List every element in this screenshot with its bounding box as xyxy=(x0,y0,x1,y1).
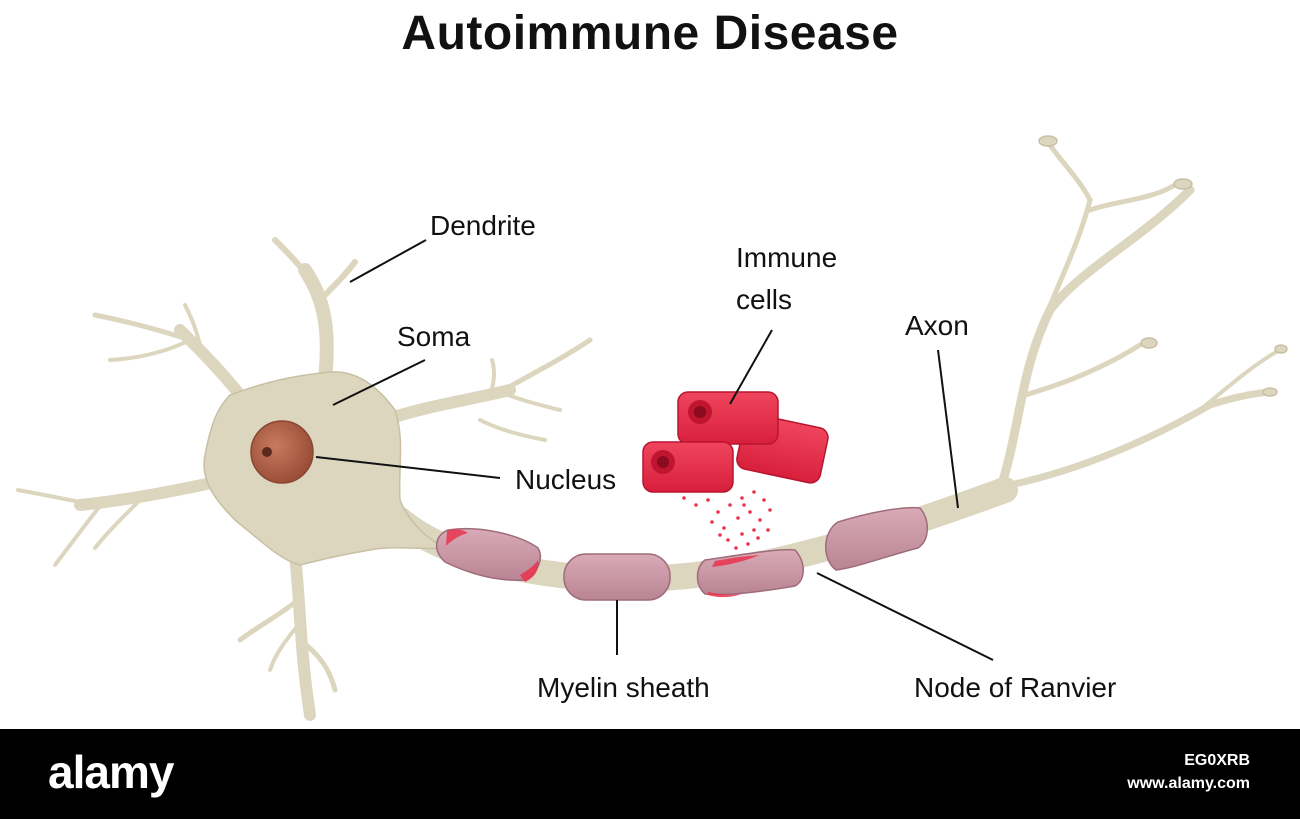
neuron-illustration xyxy=(16,135,1288,721)
immune-cells xyxy=(642,391,829,493)
image-id: EG0XRB xyxy=(1184,752,1250,769)
label-myelin-sheath: Myelin sheath xyxy=(537,672,710,703)
myelin-segment-4 xyxy=(825,506,928,571)
label-dendrite: Dendrite xyxy=(430,210,536,241)
leader-soma xyxy=(332,359,426,406)
leader-nucleus xyxy=(315,456,501,479)
nucleus xyxy=(250,420,314,484)
watermark-footer xyxy=(0,729,1300,819)
diagram-canvas: Autoimmune Disease xyxy=(16,7,1288,721)
leader-axon xyxy=(937,349,959,509)
leader-node xyxy=(816,572,994,661)
label-soma: Soma xyxy=(397,321,471,352)
label-immune-cells-line1: Immune xyxy=(736,242,838,273)
label-node-of-ranvier: Node of Ranvier xyxy=(914,672,1117,703)
dendrites xyxy=(16,237,593,721)
myelin-segment-2 xyxy=(563,553,671,601)
immune-cell-2 xyxy=(677,391,779,445)
leader-lines xyxy=(315,239,994,661)
label-immune-cells-line2: cells xyxy=(736,284,793,315)
immune-cell-3 xyxy=(642,441,734,493)
site-url: www.alamy.com xyxy=(1127,775,1250,792)
antibody-particles xyxy=(682,490,772,550)
diagram-title: Autoimmune Disease xyxy=(401,7,899,60)
label-axon: Axon xyxy=(905,310,969,341)
alamy-logo: alamy xyxy=(48,746,174,798)
label-nucleus: Nucleus xyxy=(515,464,617,495)
soma-body xyxy=(203,371,448,566)
leader-dendrite xyxy=(349,239,427,283)
leader-immune-cells xyxy=(729,329,773,405)
nucleolus xyxy=(262,447,272,457)
axon-terminals xyxy=(995,142,1282,495)
terminal-buttons xyxy=(1038,135,1288,397)
myelin-damage xyxy=(446,529,760,598)
